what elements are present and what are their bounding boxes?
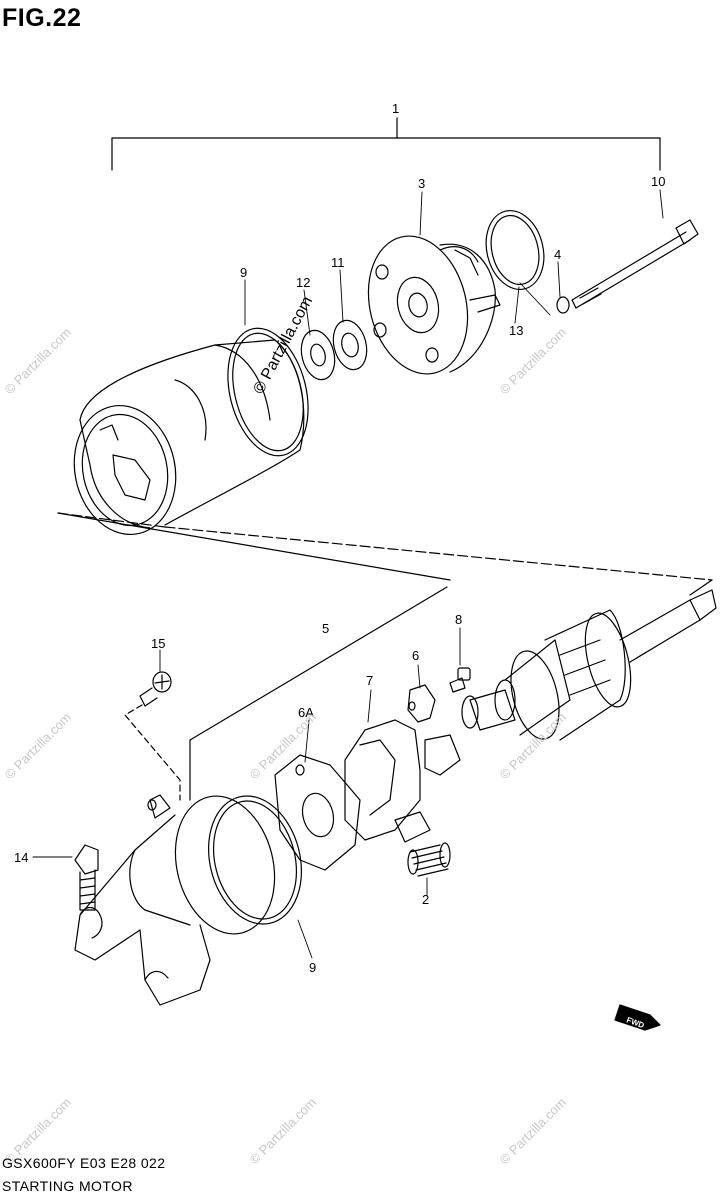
callout-10: 10 [651,174,665,189]
callout-3: 3 [418,176,425,191]
callout-11: 11 [331,255,345,270]
watermark: © Partzilla.com [497,325,570,398]
callout-6: 6 [412,648,419,663]
clip-part-6 [407,684,436,723]
callout-2: 2 [422,892,429,907]
washer-part-11 [332,319,368,371]
bolt-part-14 [74,844,99,911]
bracket-part-15 [124,704,181,801]
spring-part-2 [407,842,451,877]
brush-holder-part-7 [344,719,461,843]
o-ring-part-13 [485,210,545,290]
screw-part-8 [449,667,471,693]
watermark: © Partzilla.com [247,1095,320,1168]
watermark: © Partzilla.com [2,325,75,398]
callout-5: 5 [322,621,329,636]
callout-12: 12 [296,275,310,290]
callout-1: 1 [392,101,399,116]
callout-4: 4 [554,247,561,262]
armature [461,589,717,741]
callout-14: 14 [14,850,28,865]
figure-code: GSX600FY E03 E28 022 [2,1155,166,1171]
callout-9-top: 9 [240,265,247,280]
motor-housing-part-9 [73,339,305,536]
callout-9-bottom: 9 [309,960,316,975]
assembly-bracket [111,117,661,171]
o-ring-part-9-top [227,327,309,457]
o-ring-part-4 [556,296,570,314]
callout-13: 13 [509,323,523,338]
figure-name: STARTING MOTOR [2,1178,133,1194]
housing-part-5 [74,794,276,1006]
callout-8: 8 [455,612,462,627]
watermark: © Partzilla.com [247,710,320,783]
callout-6a: 6A [298,705,314,720]
figure-title: FIG.22 [2,4,82,32]
bracket-part-5 [189,586,448,801]
end-cover-part-3 [367,235,501,375]
leader-lines [32,189,664,959]
washer-part-12 [300,329,336,381]
watermark: © Partzilla.com [497,710,570,783]
through-bolt-part-10 [571,219,699,309]
callout-15: 15 [151,636,165,651]
screw-part-15 [139,671,172,707]
fwd-arrow-icon [614,1004,661,1031]
watermark: © Partzilla.com [497,1095,570,1168]
callout-7: 7 [366,673,373,688]
plate-part-6a [274,754,361,871]
watermark: © Partzilla.com [2,710,75,783]
alignment-line [57,512,713,581]
watermark-center: © Partzilla.com [251,294,317,397]
o-ring-part-9-bottom [207,795,303,925]
